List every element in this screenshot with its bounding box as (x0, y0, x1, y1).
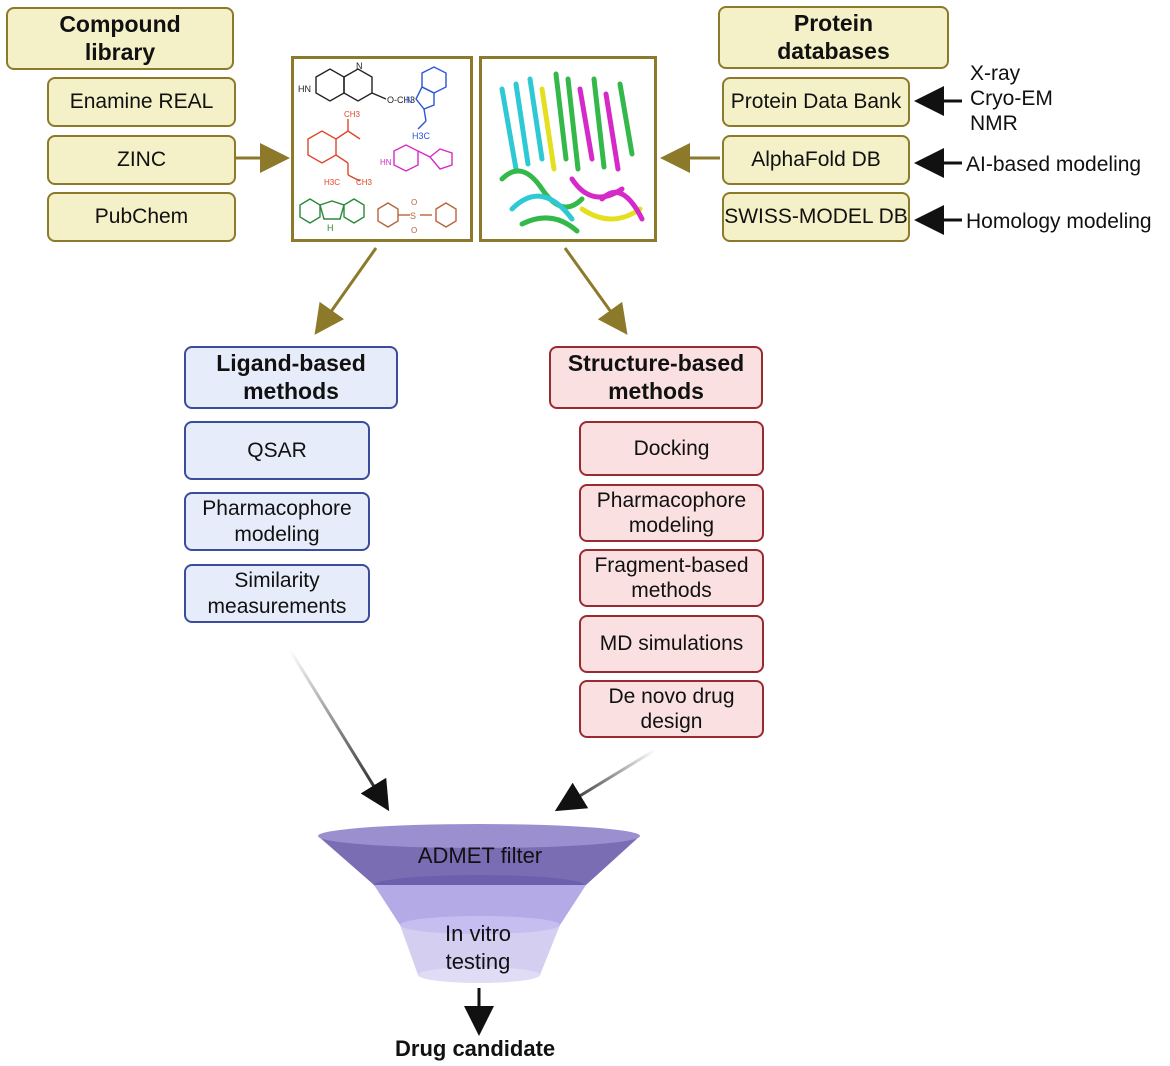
testing-label: testing (445, 949, 511, 974)
zinc-label: ZINC (117, 148, 166, 172)
sulfonyl-o-label-top: O (411, 198, 417, 207)
indazole-molecule (415, 66, 447, 130)
docking-box: Docking (579, 421, 764, 476)
compound-library-title: Compound library (59, 10, 181, 65)
nh-label: HN (298, 84, 311, 94)
phenyl-benzenesulfonate-molecule (377, 202, 457, 228)
admet-filter-label: ADMET filter (417, 843, 543, 868)
fragment-based-box: Fragment-based methods (579, 549, 764, 607)
zinc-box: ZINC (47, 135, 236, 185)
swiss-model-db-label: SWISS-MODEL DB (724, 205, 908, 229)
alphafold-db-box: AlphaFold DB (722, 135, 910, 185)
cryo-em-label: Cryo-EM (970, 87, 1053, 110)
qsar-label: QSAR (247, 438, 307, 462)
structure-to-funnel-arrow (554, 748, 656, 812)
alphafold-db-label: AlphaFold DB (751, 148, 881, 172)
structure-pharmacophore-box: Pharmacophore modeling (579, 484, 764, 542)
h3c-label: H3C (324, 178, 340, 187)
tetrahydronaphthyridine-molecule (315, 68, 387, 102)
compound-library-header: Compound library (6, 7, 234, 70)
molecule-structures-image: HN N O-CH3 N H3C CH3 H3C CH3 (298, 61, 457, 235)
ligand-to-funnel-arrow (288, 649, 390, 812)
protein-to-structure-arrow (563, 247, 628, 335)
in-vitro-label: In vitro (444, 921, 512, 946)
md-simulations-label: MD simulations (599, 632, 744, 656)
de-novo-box: De novo drug design (579, 680, 764, 738)
isobutylbenzene-molecule (307, 119, 361, 182)
admet-funnel (318, 824, 640, 983)
pubchem-box: PubChem (47, 192, 236, 242)
protein-structure-panel (479, 56, 657, 242)
ligand-pharmacophore-label: Pharmacophore modeling (202, 497, 352, 546)
de-novo-label: De novo drug design (608, 684, 735, 733)
similarity-label: Similarity measurements (207, 569, 347, 618)
ch3-label-2: CH3 (356, 178, 373, 187)
pubchem-label: PubChem (94, 205, 189, 229)
piperidine-triazole-molecule (393, 144, 453, 172)
och3-label: O-CH3 (387, 95, 415, 105)
carbazole-molecule (299, 198, 365, 224)
ch3-label-1: CH3 (344, 110, 361, 119)
structure-based-header: Structure-based methods (549, 346, 763, 409)
carbazole-h-label: H (327, 223, 334, 233)
protein-data-bank-box: Protein Data Bank (722, 77, 910, 127)
n-label: N (356, 61, 363, 71)
indazole-n-label: N (406, 95, 413, 105)
protein-ribbon-image (482, 59, 654, 239)
homology-modeling-label: Homology modeling (966, 210, 1152, 233)
sulfur-label: S (410, 211, 416, 221)
ligand-based-title: Ligand-based methods (216, 349, 366, 404)
structure-based-title: Structure-based methods (567, 349, 745, 404)
md-simulations-box: MD simulations (579, 615, 764, 673)
ai-based-modeling-label: AI-based modeling (966, 153, 1142, 176)
fragment-based-label: Fragment-based methods (594, 553, 749, 602)
indazole-h3c-label: H3C (412, 131, 431, 141)
sulfonyl-o-label-bottom: O (411, 226, 417, 235)
swiss-model-db-box: SWISS-MODEL DB (722, 192, 910, 242)
enamine-real-box: Enamine REAL (47, 77, 236, 127)
protein-databases-header: Protein databases (718, 6, 949, 69)
docking-label: Docking (633, 436, 710, 460)
protein-data-bank-label: Protein Data Bank (730, 90, 902, 114)
ligand-pharmacophore-box: Pharmacophore modeling (184, 492, 370, 551)
structure-pharmacophore-label: Pharmacophore modeling (596, 488, 747, 537)
molecules-panel: HN N O-CH3 N H3C CH3 H3C CH3 (291, 56, 473, 242)
piperidine-hn-label: HN (380, 158, 392, 167)
drug-candidate-label: Drug candidate (395, 1036, 556, 1061)
nmr-label: NMR (970, 112, 1018, 135)
ligand-based-header: Ligand-based methods (184, 346, 398, 409)
enamine-real-label: Enamine REAL (69, 90, 214, 114)
similarity-box: Similarity measurements (184, 564, 370, 623)
qsar-box: QSAR (184, 421, 370, 480)
protein-databases-title: Protein databases (777, 9, 890, 64)
molecules-to-ligand-arrow (314, 247, 378, 335)
xray-label: X-ray (970, 62, 1021, 85)
